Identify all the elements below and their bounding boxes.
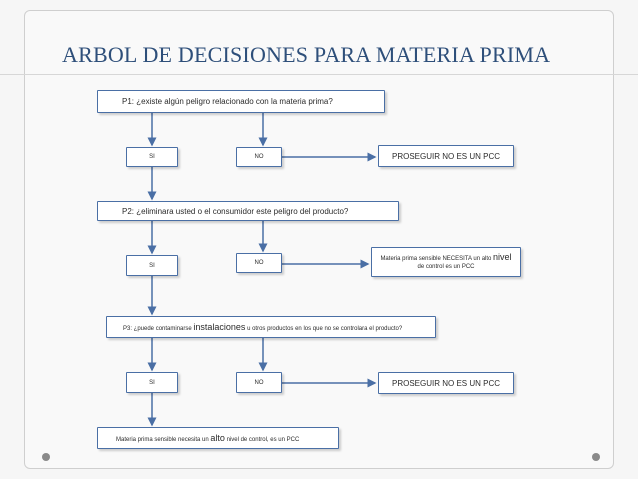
slide-frame	[24, 10, 614, 469]
question-3-emph: instalaciones	[193, 322, 246, 332]
final-part1: Materia prima sensible necesita un	[116, 437, 211, 443]
question-3-part2: u otros productos en los que no se contr…	[245, 326, 403, 332]
question-3-text: P3: ¿puede contaminarse instalaciones u …	[123, 322, 402, 332]
corner-dot-left	[42, 453, 50, 461]
question-1-text: P1: ¿existe algún peligro relacionado co…	[122, 97, 333, 106]
option-si-3-label: SI	[149, 379, 155, 386]
question-3-part1: P3: ¿puede contaminarse	[123, 326, 194, 332]
option-si-2-label: SI	[149, 262, 155, 269]
option-si-1: SI	[126, 147, 178, 167]
option-no-1: NO	[236, 147, 282, 167]
option-no-3: NO	[236, 372, 282, 393]
option-si-3: SI	[126, 372, 178, 393]
final-text: Materia prima sensible necesita un alto …	[116, 433, 299, 443]
final-box: Materia prima sensible necesita un alto …	[97, 427, 339, 449]
final-emph: alto	[210, 433, 225, 443]
result-pcc-2-part2: de control es un PCC	[417, 264, 475, 270]
option-no-3-label: NO	[254, 379, 264, 386]
final-part2: nivel de control, es un PCC	[224, 437, 300, 443]
question-3-box: P3: ¿puede contaminarse instalaciones u …	[106, 316, 436, 338]
option-no-2: NO	[236, 253, 282, 273]
question-1-box: P1: ¿existe algún peligro relacionado co…	[97, 90, 385, 113]
result-pcc-2-part1: Materia prima sensible NECESITA un alto	[380, 256, 494, 263]
result-no-pcc-3: PROSEGUIR NO ES UN PCC	[378, 372, 514, 394]
question-2-text: P2: ¿eliminara usted o el consumidor est…	[122, 206, 349, 216]
option-no-2-label: NO	[254, 260, 264, 266]
result-pcc-2-text: Materia prima sensible NECESITA un alto …	[378, 252, 514, 272]
option-no-1-label: NO	[254, 154, 264, 160]
corner-dot-right	[592, 453, 600, 461]
result-no-pcc-1-text: PROSEGUIR NO ES UN PCC	[391, 151, 500, 161]
option-si-2: SI	[126, 255, 178, 276]
result-no-pcc-3-text: PROSEGUIR NO ES UN PCC	[391, 378, 500, 388]
result-pcc-2-emph: nivel	[493, 252, 512, 263]
slide-title: ARBOL DE DECISIONES PARA MATERIA PRIMA	[62, 42, 551, 67]
result-no-pcc-1: PROSEGUIR NO ES UN PCC	[378, 145, 514, 167]
result-pcc-2: Materia prima sensible NECESITA un alto …	[371, 247, 521, 277]
question-2-box: P2: ¿eliminara usted o el consumidor est…	[97, 201, 399, 221]
option-si-1-label: SI	[149, 154, 155, 160]
title-divider	[0, 74, 638, 75]
